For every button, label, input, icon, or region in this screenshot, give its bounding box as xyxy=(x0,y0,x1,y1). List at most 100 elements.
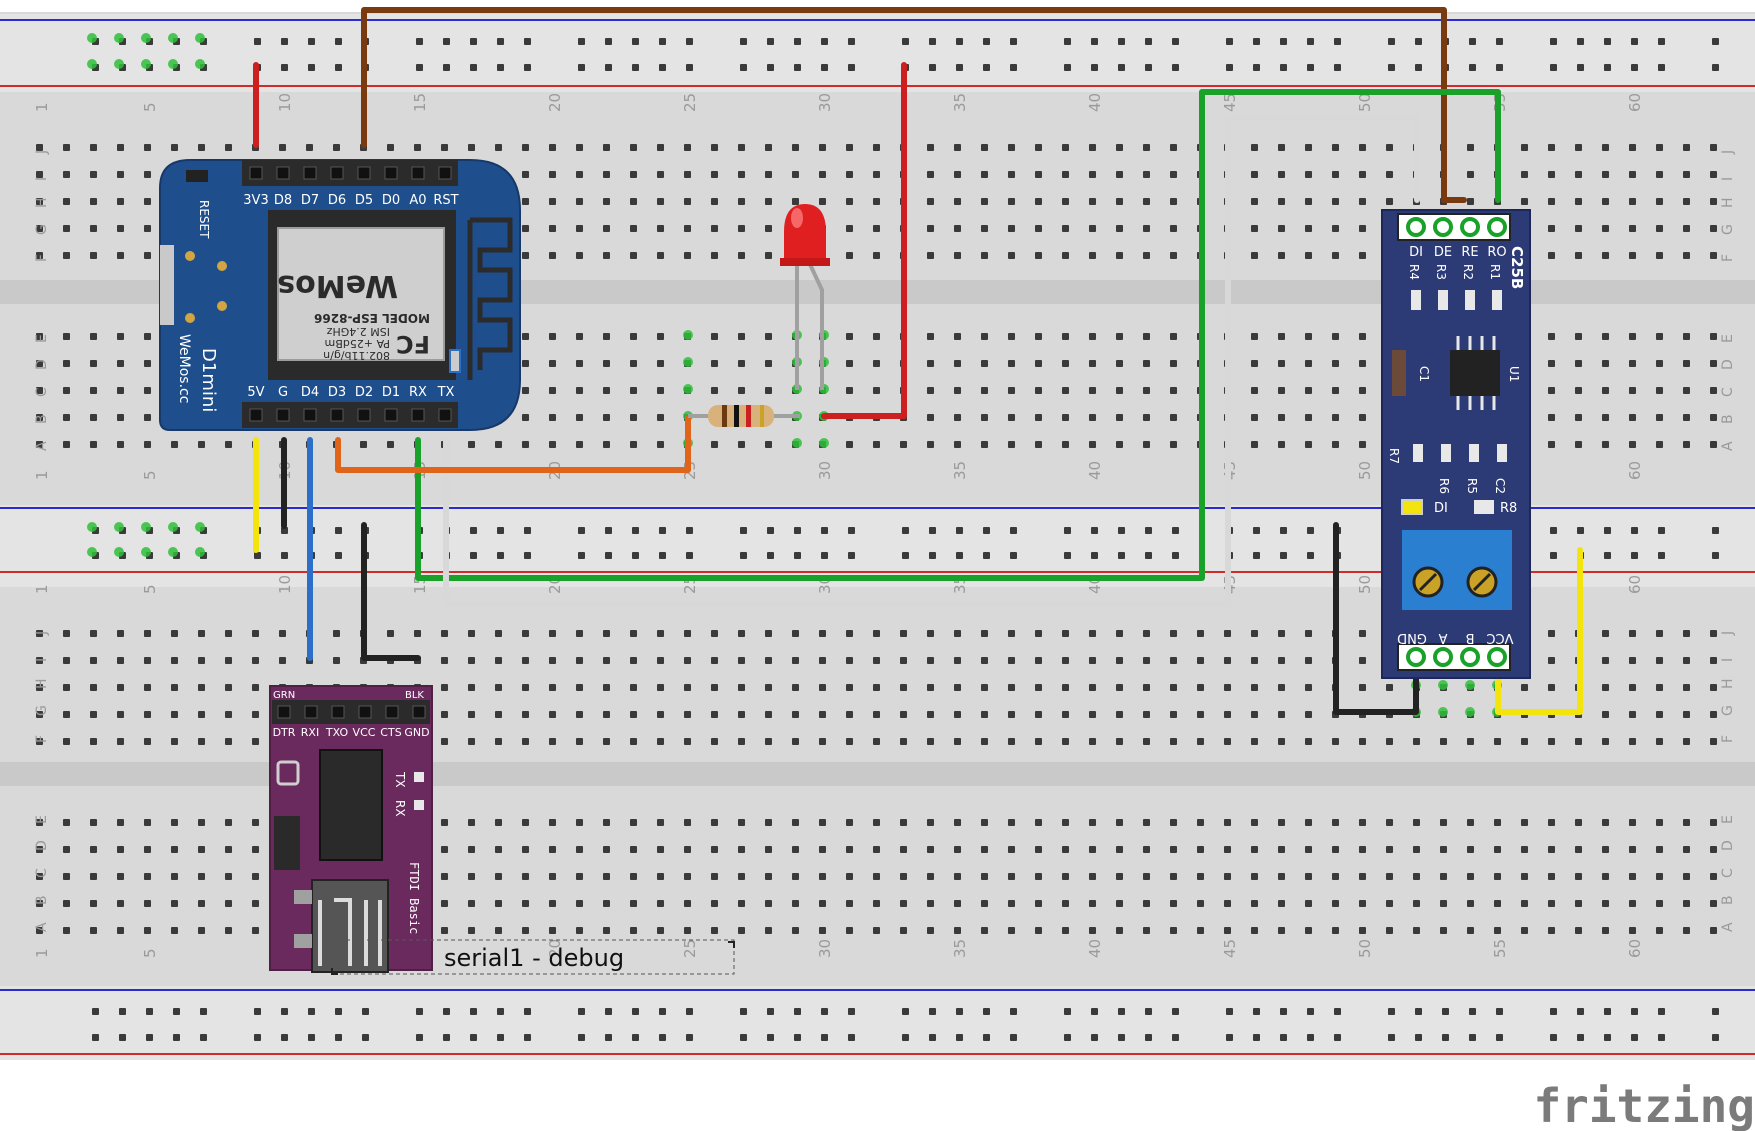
row-letter: F xyxy=(1720,254,1736,262)
row-letter: B xyxy=(1720,414,1736,424)
capacitor-c1 xyxy=(1392,350,1406,396)
column-number: 60 xyxy=(1626,461,1644,480)
row-letter: I xyxy=(1720,658,1736,662)
row-letter: J xyxy=(1720,631,1736,636)
rs485-bottom-pin-label: A xyxy=(1438,630,1447,645)
ftdi-basic-board[interactable]: GRN BLK DTR RXI TXO VCC CTS GND TX RX FT… xyxy=(269,685,433,973)
column-number: 30 xyxy=(816,93,834,112)
rs485-resistor-label: R2 xyxy=(1461,264,1475,280)
rs485-resistor-label: R3 xyxy=(1434,264,1448,280)
row-letter: D xyxy=(34,359,50,370)
column-number: 60 xyxy=(1626,575,1644,594)
resistor[interactable] xyxy=(688,405,800,427)
rs485-mid-label: R6 xyxy=(1437,478,1451,494)
d1-top-pin-label: D0 xyxy=(382,193,400,208)
c1-label: C1 xyxy=(1417,366,1431,382)
column-number: 60 xyxy=(1626,93,1644,112)
rs485-bottom-pin-label: B xyxy=(1466,630,1475,645)
module-line: 802.11b/g/n xyxy=(323,349,390,362)
reset-button[interactable] xyxy=(186,170,208,182)
column-number: 5 xyxy=(141,470,159,480)
column-number: 40 xyxy=(1086,461,1104,480)
row-letter: H xyxy=(34,197,50,208)
column-number: 35 xyxy=(951,93,969,112)
row-letter: I xyxy=(34,177,50,181)
reset-label: RESET xyxy=(197,200,211,239)
ftdi-side-label: FTDI Basic xyxy=(407,862,421,934)
rs485-resistor-label: R4 xyxy=(1407,264,1421,280)
row-letter: G xyxy=(1720,705,1736,716)
module-brand: WeMos xyxy=(277,268,398,303)
note-text: serial1 - debug xyxy=(444,944,624,972)
fritzing-watermark: fritzing xyxy=(1533,1079,1755,1131)
d1-mini-board[interactable]: 3V3 D8 D7 D6 D5 D0 A0 RST 5V G D4 D3 D2 … xyxy=(159,159,521,431)
row-letter: E xyxy=(34,815,50,824)
row-letter: H xyxy=(1720,197,1736,208)
module-line: PA +25dBm xyxy=(325,337,390,350)
column-number: 50 xyxy=(1356,93,1374,112)
wire-white-tx-to-de[interactable] xyxy=(443,115,1420,607)
row-letter: C xyxy=(34,868,50,878)
wire-brown-d5-to-ro[interactable] xyxy=(361,7,1447,203)
column-number: 20 xyxy=(546,939,564,958)
rs485-pin-pads xyxy=(1406,217,1507,667)
rs485-resistor-label: R1 xyxy=(1488,264,1502,280)
column-number: 55 xyxy=(1491,939,1509,958)
row-letter: I xyxy=(34,658,50,662)
u1-label: U1 xyxy=(1507,366,1521,382)
rs485-module[interactable]: DI DE RE RO R4 R3 R2 R1 C25B C1 U1 xyxy=(1381,209,1531,679)
ftdi-header xyxy=(272,700,430,724)
column-number: 50 xyxy=(1356,461,1374,480)
row-letter: H xyxy=(1720,678,1736,689)
row-letter: H xyxy=(34,678,50,689)
row-letter: F xyxy=(34,254,50,262)
rs485-bottom-pin-label: VCC xyxy=(1486,630,1513,645)
red-led[interactable] xyxy=(780,204,830,390)
d1-top-pin-label: D5 xyxy=(355,193,373,208)
row-letter: J xyxy=(34,631,50,636)
row-letter: G xyxy=(34,705,50,716)
row-letter: D xyxy=(1720,840,1736,851)
column-number: 5 xyxy=(141,102,159,112)
rs485-mid-label: R5 xyxy=(1465,478,1479,494)
led-label: DI xyxy=(1434,501,1448,516)
rs485-bottom-pin-label: GND xyxy=(1397,630,1427,645)
wire-black-ftdi-gnd[interactable] xyxy=(361,522,421,661)
wire-yellow-rs485-vcc[interactable] xyxy=(1495,547,1583,715)
center-trench-lower xyxy=(0,762,1755,786)
column-number: 1 xyxy=(33,470,51,480)
rs485-top-pin-label: RO xyxy=(1487,245,1506,260)
note-box[interactable]: serial1 - debug xyxy=(331,939,735,975)
column-number: 5 xyxy=(141,584,159,594)
wire-orange-d3-to-resistor[interactable] xyxy=(335,415,691,473)
column-number: 35 xyxy=(951,461,969,480)
row-letter: A xyxy=(34,922,50,932)
ftdi-led-label: RX xyxy=(393,800,407,817)
d1-top-pin-label: D7 xyxy=(301,193,319,208)
column-number: 1 xyxy=(33,584,51,594)
d1-top-pin-label: D6 xyxy=(328,193,346,208)
row-letter: C xyxy=(1720,387,1736,397)
d1-bottom-pin-pads xyxy=(249,408,452,422)
wire-green-rx-to-re[interactable] xyxy=(415,89,1501,581)
ftdi-chip xyxy=(319,749,383,861)
power-rail-top xyxy=(0,14,1755,92)
d1-top-pin-label: A0 xyxy=(409,193,426,208)
wire-red-led[interactable] xyxy=(821,62,907,419)
rs485-mid-label: R7 xyxy=(1387,448,1401,464)
column-number: 35 xyxy=(951,939,969,958)
row-letter: C xyxy=(34,387,50,397)
column-number: 15 xyxy=(411,93,429,112)
chip-u1 xyxy=(1450,350,1500,396)
ftdi-pin-label: VCC xyxy=(353,726,376,739)
ftdi-pin-label: CTS xyxy=(380,726,401,739)
wire-black-rs485-gnd[interactable] xyxy=(1333,522,1419,715)
row-letter: F xyxy=(34,735,50,743)
d1-top-header xyxy=(242,160,458,186)
column-number: 10 xyxy=(276,93,294,112)
row-letter: A xyxy=(34,441,50,451)
board-brand: WeMos.cc xyxy=(176,334,192,403)
row-letter: E xyxy=(1720,334,1736,343)
fc-mark: FC xyxy=(396,330,430,358)
